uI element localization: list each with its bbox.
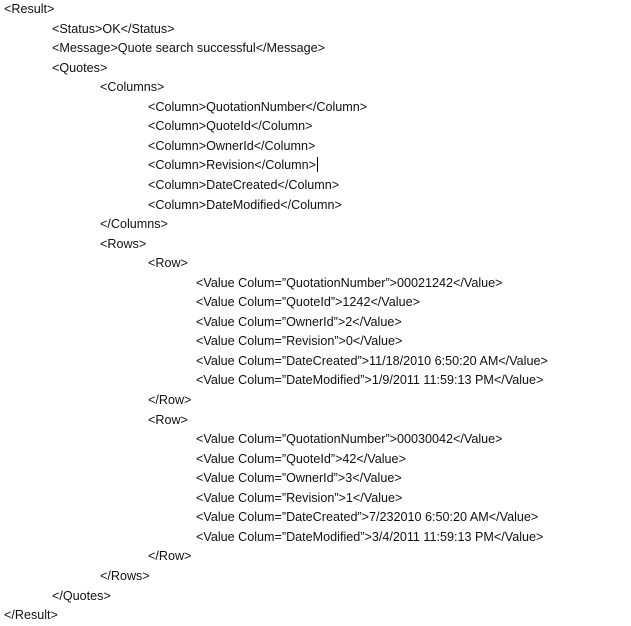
xml-line: <Quotes> xyxy=(52,59,107,78)
xml-line-text: <Column>Revision</Column> xyxy=(148,158,317,173)
xml-line-text: </Row> xyxy=(148,549,192,564)
text-cursor xyxy=(317,157,319,173)
xml-line: <Message>Quote search successful</Messag… xyxy=(52,39,325,58)
xml-line-text: <Value Colum=”DateModified”>1/9/2011 11:… xyxy=(196,373,544,388)
xml-line: <Value Colum=”OwnerId”>3</Value> xyxy=(196,469,402,488)
xml-line: <Value Colum=”Revision”>1</Value> xyxy=(196,489,402,508)
xml-line: </Row> xyxy=(148,391,191,410)
xml-line-text: <Row> xyxy=(148,412,188,427)
xml-line-text: <Value Colum=”Revision”>1</Value> xyxy=(196,490,403,505)
xml-line-text: <Column>DateModified</Column> xyxy=(148,197,342,212)
xml-line-text: <Value Colum=”QuotationNumber”>00030042<… xyxy=(196,432,503,447)
xml-line-text: <Value Colum=”DateModified”>3/4/2011 11:… xyxy=(196,529,544,544)
xml-line-text: <Value Colum=”OwnerId”>2</Value> xyxy=(196,314,402,329)
xml-line-text: </Result> xyxy=(4,608,58,623)
xml-line-text: <Value Colum=”DateCreated”>7/232010 6:50… xyxy=(196,510,539,525)
xml-line-text: <Value Colum=”QuotationNumber”>00021242<… xyxy=(196,275,503,290)
xml-line-text: <Column>QuotationNumber</Column> xyxy=(148,99,368,114)
xml-line: <Column>DateModified</Column> xyxy=(148,196,342,215)
xml-line-text: <Column>QuoteId</Column> xyxy=(148,119,313,134)
xml-line-text: <Result> xyxy=(4,2,55,16)
xml-line: <Value Colum=”OwnerId”>2</Value> xyxy=(196,313,402,332)
xml-line-text: <Message>Quote search successful</Messag… xyxy=(52,41,326,56)
xml-line: <Result> xyxy=(4,0,54,19)
xml-line: <Column>OwnerId</Column> xyxy=(148,137,315,156)
xml-line-text: <Quotes> xyxy=(52,60,108,75)
xml-line: <Status>OK</Status> xyxy=(52,20,175,39)
xml-line: <Rows> xyxy=(100,235,146,254)
xml-line: </Result> xyxy=(4,606,58,625)
xml-line-text: </Columns> xyxy=(100,217,168,232)
xml-line: <Value Colum=”DateCreated”>7/232010 6:50… xyxy=(196,508,538,527)
xml-line-text: <Column>DateCreated</Column> xyxy=(148,177,340,192)
xml-line: <Column>QuoteId</Column> xyxy=(148,117,313,136)
xml-line-text: <Columns> xyxy=(100,80,165,95)
xml-line: <Value Colum=”QuoteId”>1242</Value> xyxy=(196,293,420,312)
xml-line: <Value Colum=”QuotationNumber”>00021242<… xyxy=(196,274,503,293)
xml-line: <Row> xyxy=(148,254,188,273)
xml-line-text: <Value Colum=”QuoteId”>1242</Value> xyxy=(196,295,420,310)
xml-line: <Columns> xyxy=(100,78,164,97)
xml-line: <Value Colum=”DateCreated”>11/18/2010 6:… xyxy=(196,352,548,371)
xml-line-text: <Column>OwnerId</Column> xyxy=(148,138,316,153)
xml-line: <Column>Revision</Column> xyxy=(148,156,319,175)
xml-line: <Column>QuotationNumber</Column> xyxy=(148,98,367,117)
xml-line: <Value Colum=”QuoteId”>42</Value> xyxy=(196,450,406,469)
xml-line: <Value Colum=”QuotationNumber”>00030042<… xyxy=(196,430,503,449)
xml-line: <Row> xyxy=(148,411,188,430)
xml-line: </Columns> xyxy=(100,215,168,234)
xml-line-text: </Rows> xyxy=(100,568,150,583)
xml-line-text: <Row> xyxy=(148,256,188,271)
xml-line-text: <Rows> xyxy=(100,236,147,251)
xml-line: </Quotes> xyxy=(52,587,111,606)
xml-line-text: <Status>OK</Status> xyxy=(52,21,175,36)
xml-line-text: <Value Colum=”QuoteId”>42</Value> xyxy=(196,451,406,466)
xml-line-text: </Row> xyxy=(148,393,192,407)
xml-line-text: <Value Colum=”DateCreated”>11/18/2010 6:… xyxy=(196,353,548,368)
xml-line: </Row> xyxy=(148,547,191,566)
xml-line: <Value Colum=”DateModified”>3/4/2011 11:… xyxy=(196,528,543,547)
xml-line-text: <Value Colum=”OwnerId”>3</Value> xyxy=(196,471,402,486)
xml-line-text: </Quotes> xyxy=(52,588,111,603)
xml-line: <Column>DateCreated</Column> xyxy=(148,176,339,195)
xml-line: </Rows> xyxy=(100,567,150,586)
xml-line: <Value Colum=”DateModified”>1/9/2011 11:… xyxy=(196,371,543,390)
xml-line: <Value Colum=”Revision”>0</Value> xyxy=(196,332,402,351)
xml-line-text: <Value Colum=”Revision”>0</Value> xyxy=(196,334,403,349)
